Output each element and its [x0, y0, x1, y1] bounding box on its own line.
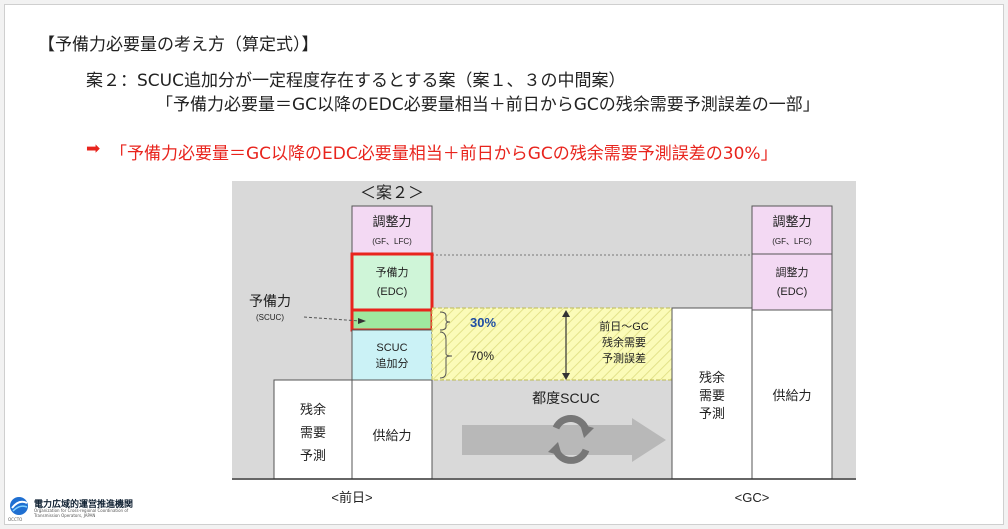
pct-70-label: 70% — [470, 349, 494, 363]
heading: 【予備力必要量の考え方（算定式）】 — [38, 35, 319, 55]
occto-logo-icon — [10, 497, 28, 515]
brace-30 — [439, 311, 451, 331]
pct-30-label: 30% — [470, 315, 496, 330]
reserve-scuc-line2: (SCUC) — [256, 313, 284, 322]
reserve-scuc-30-box — [350, 308, 434, 332]
right-residual-1: 残余 — [699, 370, 725, 385]
right-residual-2: 需要 — [699, 388, 725, 403]
x-label-left: <前日> — [331, 490, 372, 505]
logo-abbr: OCCTO — [8, 517, 23, 522]
logo-sub-2: Transmission Operators, JAPAN — [34, 513, 96, 518]
residual-demand-box-right — [671, 307, 753, 480]
adjust-gf-box-left — [351, 205, 433, 255]
adjust-edc-box — [751, 253, 833, 311]
right-residual-3: 予測 — [699, 406, 725, 421]
error-arrow-head-top — [562, 310, 570, 317]
cycle-arrowhead-2 — [548, 442, 562, 456]
residual-demand-box-left — [273, 379, 353, 480]
right-adjust-title: 調整力 — [772, 214, 811, 229]
left-residual-1: 残余 — [300, 402, 326, 417]
supply-right: 供給力 — [772, 388, 811, 403]
adjust-gf-box-right — [751, 205, 833, 255]
brace-70 — [439, 331, 453, 379]
scuc-add-line2: 追加分 — [376, 356, 409, 370]
formula-line: 「予備力必要量＝GC以降のEDC必要量相当＋前日からGCの残余需要予測誤差の一部… — [156, 95, 820, 115]
scuc-arrow-head — [632, 418, 666, 462]
error-label-3: 予測誤差 — [602, 351, 646, 365]
scuc-add-line1: SCUC — [376, 342, 407, 354]
red-formula-line: 「予備力必要量＝GC以降のEDC必要量相当＋前日からGCの残余需要予測誤差の30… — [110, 144, 778, 164]
middle-label: 都度SCUC — [532, 390, 600, 406]
cycle-arrowhead-1 — [580, 424, 594, 438]
logo-sub-1: Organization for Cross-regional Coordina… — [34, 508, 129, 513]
supply-box-left — [351, 379, 433, 480]
error-label-1: 前日～GC — [599, 319, 649, 333]
adjust-edc-line2: (EDC) — [777, 286, 808, 298]
reserve-scuc-pointer — [303, 316, 361, 322]
reserve-edc-line1: 予備力 — [376, 266, 409, 279]
reserve-edc-box — [350, 252, 434, 312]
error-arrow-head-bottom — [562, 373, 570, 380]
error-label-2: 残余需要 — [602, 335, 646, 349]
left-adjust-title: 調整力 — [372, 214, 411, 229]
left-residual-3: 予測 — [300, 448, 326, 463]
supply-box-right — [751, 309, 833, 480]
left-residual-2: 需要 — [300, 425, 326, 440]
reserve-scuc-line1: 予備力 — [249, 293, 291, 309]
logo-name: 電力広域的運営推進機関 — [34, 500, 134, 510]
scuc-add-box — [351, 329, 433, 381]
logo: 電力広域的運営推進機関 Organization for Cross-regio… — [8, 495, 208, 522]
arrow-right-icon: ➡ — [86, 139, 101, 159]
error-hatched-area — [431, 307, 673, 381]
adjust-edc-line1: 調整力 — [776, 265, 809, 279]
plan-line: 案２：SCUC追加分が一定程度存在するとする案（案１、３の中間案） — [86, 71, 626, 91]
reserve-edc-line2: (EDC) — [377, 286, 408, 298]
supply-left: 供給力 — [372, 428, 411, 443]
left-adjust-sub: (GF、LFC) — [372, 237, 412, 246]
x-label-right: <GC> — [735, 490, 770, 505]
reserve-scuc-pointer-head — [358, 318, 366, 324]
scuc-arrow-body — [462, 425, 632, 455]
right-adjust-sub: (GF、LFC) — [772, 237, 812, 246]
case-label: ＜案２＞ — [360, 184, 424, 202]
